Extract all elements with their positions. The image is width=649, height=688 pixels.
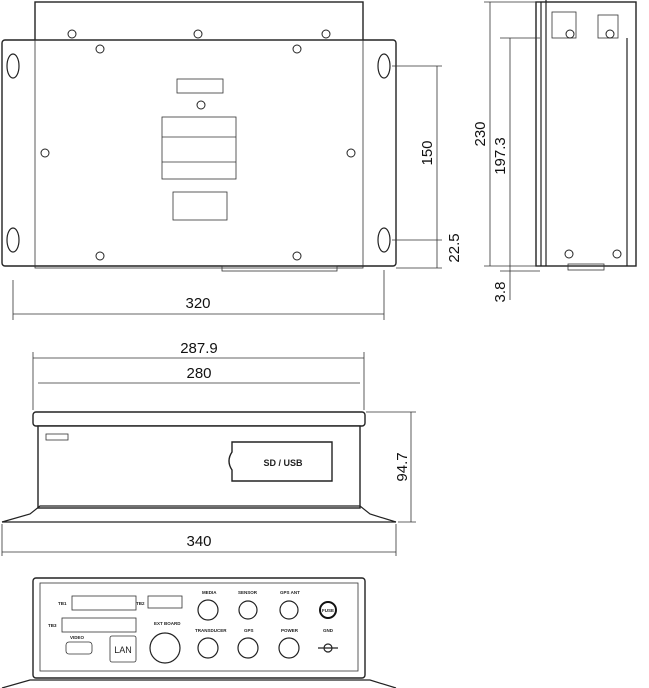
dim-280: 280 bbox=[186, 365, 211, 382]
video-connector bbox=[65, 641, 93, 655]
ext-board-connector bbox=[149, 632, 181, 664]
tb3-connector bbox=[61, 617, 137, 633]
dim-320: 320 bbox=[185, 295, 210, 312]
dim-230: 230 bbox=[472, 121, 489, 146]
lan-label: LAN bbox=[114, 645, 132, 655]
media-label: MEDIA bbox=[202, 590, 217, 595]
gps-ant-label: GPS ANT bbox=[280, 590, 300, 595]
side-view: 230 197.3 3.8 bbox=[472, 0, 637, 303]
rear-view: TB1 TB2 TB3 VIDEO LAN EXT BOARD MEDIA TR… bbox=[1, 577, 397, 688]
tb1-label: TB1 bbox=[58, 601, 67, 606]
gnd-label: GND bbox=[323, 628, 334, 633]
sd-usb-label: SD / USB bbox=[263, 458, 303, 468]
sd-usb-slot bbox=[228, 441, 333, 482]
dim-94-7: 94.7 bbox=[394, 452, 411, 481]
top-view: 320 150 22.5 bbox=[1, 1, 463, 320]
dim-150: 150 bbox=[419, 140, 436, 165]
video-label: VIDEO bbox=[70, 635, 85, 640]
warning-label bbox=[172, 191, 228, 221]
power-label: POWER bbox=[281, 628, 299, 633]
transducer-label: TRANSDUCER bbox=[195, 628, 227, 633]
dim-22-5: 22.5 bbox=[446, 233, 463, 262]
fuse-label: FUSE bbox=[322, 608, 334, 613]
tb1-connector bbox=[71, 595, 137, 611]
tb3-label: TB3 bbox=[48, 623, 57, 628]
tb2-label: TB2 bbox=[136, 601, 145, 606]
front-view: SD / USB 287.9 280 94.7 340 bbox=[1, 340, 416, 556]
screws bbox=[40, 29, 356, 261]
gps-label: GPS bbox=[244, 628, 254, 633]
sensor-label: SENSOR bbox=[238, 590, 258, 595]
dim-287-9: 287.9 bbox=[180, 340, 218, 357]
nameplate bbox=[161, 116, 237, 180]
tb2-connector bbox=[147, 595, 183, 609]
dim-340: 340 bbox=[186, 533, 211, 550]
mounting-slots bbox=[6, 53, 391, 253]
fuse-holder bbox=[319, 601, 337, 619]
ext-board-label: EXT BOARD bbox=[154, 621, 181, 626]
dim-197-3: 197.3 bbox=[492, 137, 509, 175]
lan-port bbox=[109, 635, 137, 663]
dim-3-8: 3.8 bbox=[492, 282, 509, 303]
label-plate bbox=[176, 78, 224, 94]
